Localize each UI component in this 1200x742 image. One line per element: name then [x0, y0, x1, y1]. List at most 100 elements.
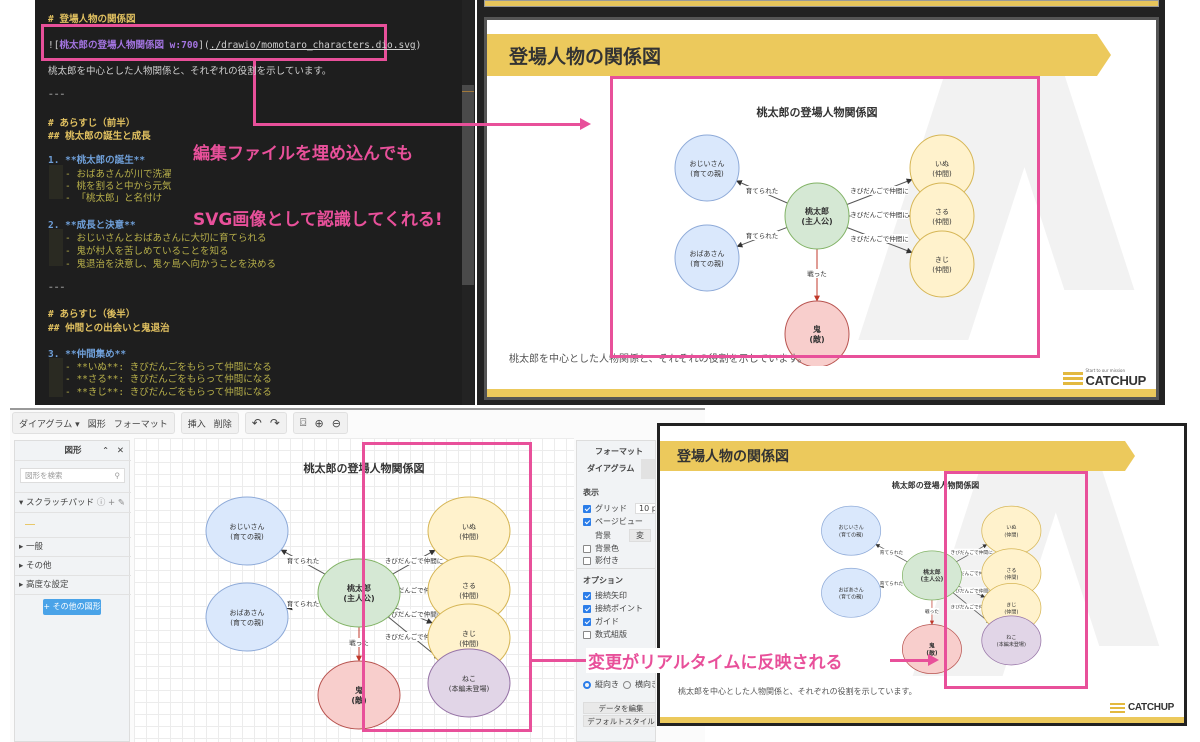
node-label-inu: いぬ	[935, 160, 949, 168]
scratchpad-item[interactable]	[25, 524, 35, 525]
edge-label-bg	[950, 587, 993, 594]
tab-diagram[interactable]: ダイアグラム	[577, 459, 641, 479]
highlight-image-embed	[41, 24, 387, 61]
category-misc[interactable]: ▸ その他	[15, 557, 131, 576]
zoom-in-icon[interactable]: ⊕	[314, 416, 324, 430]
edge-label-bg	[925, 607, 939, 615]
grid-size-input[interactable]: 10 pt	[635, 503, 655, 514]
node-neko[interactable]	[427, 648, 511, 718]
connection-points-checkbox[interactable]	[583, 604, 591, 613]
landscape-label: 横向き	[635, 680, 655, 689]
bg-color-checkbox[interactable]	[583, 544, 591, 553]
node-label-saru: (仲間)	[459, 591, 479, 600]
close-icon[interactable]: ✕	[116, 446, 124, 456]
page-view-option[interactable]: ページビュー	[583, 516, 643, 527]
connection-arrows-option[interactable]: 接続矢印	[583, 590, 627, 601]
math-checkbox[interactable]	[583, 630, 591, 639]
image-url-link[interactable]: ./drawio/momotaro_characters.dio.svg	[209, 40, 416, 51]
more-shapes-button[interactable]: + その他の図形	[43, 599, 101, 615]
chevron-down-icon: ▾	[75, 419, 80, 430]
fit-icon[interactable]: ⌼	[299, 416, 307, 429]
grid-checkbox[interactable]	[583, 504, 591, 513]
node-ojiisan[interactable]	[821, 505, 882, 556]
list-item: - 「桃太郎」と名付け	[65, 193, 162, 204]
scratchpad-area[interactable]	[15, 513, 131, 538]
shapes-panel-header: 図形 ⌃ ✕	[15, 441, 131, 461]
previous-slide-edge[interactable]	[484, 0, 1159, 7]
redo-icon[interactable]: ↷	[269, 416, 280, 430]
node-obaasan[interactable]	[205, 582, 289, 652]
menu-shape[interactable]: 図形	[87, 419, 106, 430]
node-kiji[interactable]	[909, 230, 975, 298]
edit-data-button[interactable]: データを編集	[583, 702, 655, 714]
annotation-embed-2: SVG画像として認識してくれる!	[190, 205, 446, 230]
node-label-obaasan: (育ての親)	[839, 594, 863, 601]
bg-color-option[interactable]: 背景色	[583, 543, 619, 554]
triangle-right-icon: ▸	[19, 542, 24, 552]
guides-checkbox[interactable]	[583, 617, 591, 626]
callout-arrow-icon	[928, 654, 939, 666]
markdown-editor[interactable]: # 登場人物の関係図 ![桃太郎の登場人物関係図 w:700](./drawio…	[35, 0, 475, 405]
md-bracket: ![	[48, 40, 60, 51]
portrait-radio[interactable]	[583, 680, 591, 689]
node-obaasan[interactable]	[821, 567, 882, 618]
scratchpad-actions-icon[interactable]: ⓘ + ✎	[96, 498, 125, 508]
list-item: - 桃を割ると中から元気	[65, 181, 172, 192]
node-ojiisan[interactable]	[205, 496, 289, 566]
page-view-checkbox[interactable]	[583, 517, 591, 526]
shadow-option[interactable]: 影付き	[583, 555, 619, 566]
menu-group: ダイアグラム ▾ 図形 フォーマット	[12, 412, 175, 434]
edge-label: 育てられた	[287, 556, 320, 565]
edge-label-bg	[950, 570, 993, 577]
guides-option[interactable]: ガイド	[583, 616, 619, 627]
node-ojiisan[interactable]	[674, 134, 740, 202]
drawio-toolbar: ダイアグラム ▾ 図形 フォーマット 挿入 削除 ↶ ↷ ⌼ ⊕ ⊖	[12, 412, 348, 436]
node-label-inu: いぬ	[1006, 525, 1016, 531]
edge-label-bg	[287, 599, 319, 608]
edge-label: 戦った	[349, 638, 369, 647]
math-option[interactable]: 数式組版	[583, 629, 627, 640]
editor-scrollbar-thumb[interactable]	[462, 85, 474, 285]
default-style-button[interactable]: デフォルトスタイル	[583, 715, 655, 727]
node-momotaro[interactable]	[784, 182, 850, 250]
connection-points-option[interactable]: 接続ポイント	[583, 603, 643, 614]
node-label-momotaro: 桃太郎	[805, 206, 829, 216]
indent-guide	[49, 358, 63, 397]
menu-diagram-label: ダイアグラム	[19, 419, 73, 430]
shadow-label: 影付き	[595, 556, 619, 565]
edge-label-bg	[385, 585, 443, 595]
node-obaasan[interactable]	[674, 224, 740, 292]
logo-text: CATCHUP	[1085, 373, 1147, 388]
tab-style[interactable]	[641, 459, 655, 479]
menu-format[interactable]: フォーマット	[113, 419, 168, 430]
shape-search-input[interactable]: 図形を検索 ⚲	[20, 468, 125, 483]
edge-label-bg	[349, 638, 369, 647]
node-momotaro[interactable]	[317, 558, 401, 628]
connection-arrows-checkbox[interactable]	[583, 591, 591, 600]
node-oni[interactable]	[784, 300, 850, 366]
node-neko[interactable]	[981, 615, 1042, 666]
page-view-label: ページビュー	[595, 517, 643, 526]
menu-diagram[interactable]: ダイアグラム ▾	[19, 417, 80, 430]
category-general[interactable]: ▸ 一般	[15, 538, 131, 557]
category-advanced[interactable]: ▸ 高度な設定	[15, 576, 131, 595]
shadow-checkbox[interactable]	[583, 556, 591, 565]
undo-icon[interactable]: ↶	[251, 416, 262, 430]
title-banner	[487, 34, 1097, 76]
diagram-canvas[interactable]: 桃太郎の登場人物関係図育てられた育てられたきびだんごで仲間にきびだんごで仲間にき…	[134, 438, 574, 742]
collapse-icon[interactable]: ⌃	[102, 446, 109, 455]
history-group: ↶ ↷	[244, 412, 287, 434]
scratchpad-header[interactable]: ▾ スクラッチパッド ⓘ + ✎	[15, 493, 131, 513]
list-item: - **さる**: きびだんごをもらって仲間になる	[65, 374, 272, 385]
edge-label: きびだんごで仲間に	[385, 556, 444, 565]
list-item: - おじいさんとおばあさんに大切に育てられる	[65, 233, 267, 244]
node-oni[interactable]	[317, 660, 401, 730]
triangle-right-icon: ▸	[19, 561, 24, 571]
node-label-momotaro: (主人公)	[343, 593, 374, 603]
landscape-radio[interactable]	[623, 680, 631, 689]
change-background-button[interactable]: 変	[629, 529, 651, 542]
delete-button[interactable]: 削除	[213, 419, 232, 430]
zoom-out-icon[interactable]: ⊖	[331, 416, 341, 430]
insert-button[interactable]: 挿入	[187, 419, 206, 430]
